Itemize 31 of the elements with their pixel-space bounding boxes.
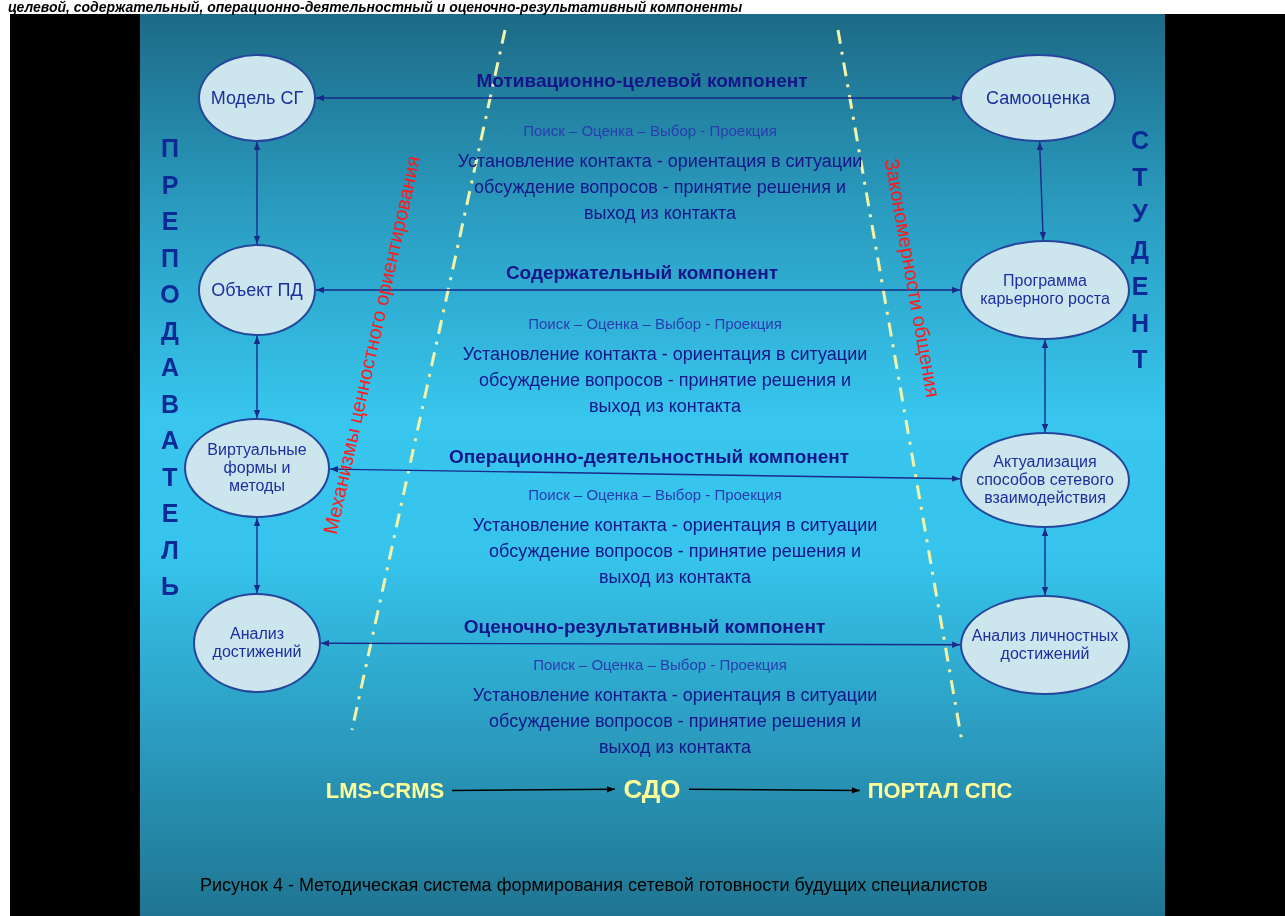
double-arrow bbox=[253, 141, 261, 245]
edge-label: Содержательный компонент bbox=[505, 262, 779, 284]
description-text: Установление контакта - ориентация в ситуации обсуждение вопросов - принятие решения и выход из контакта bbox=[471, 684, 879, 759]
description-text: Установление контакта - ориентация в ситуации обсуждение вопросов - принятие решения и выход из контакта bbox=[471, 514, 879, 589]
subtitle-text: Поиск – Оценка – Выбор - Проекция bbox=[528, 315, 782, 332]
double-arrow bbox=[253, 335, 261, 419]
caption: Рисунок 4 - Методическая система формирования сетевой готовности будущих специалистов bbox=[200, 875, 988, 896]
arrow bbox=[451, 786, 616, 793]
edge-label: Мотивационно-целевой компонент bbox=[476, 70, 808, 92]
system-label: СДО bbox=[619, 772, 685, 806]
double-arrow bbox=[315, 286, 961, 294]
arrow bbox=[688, 787, 861, 794]
double-arrow bbox=[1036, 141, 1047, 241]
double-arrow bbox=[1041, 527, 1049, 596]
edge-label: Операционно-деятельностный компонент bbox=[448, 445, 850, 468]
description-text: Установление контакта - ориентация в ситуации обсуждение вопросов - принятие решения и выход из контакта bbox=[461, 343, 869, 418]
description-text: Установление контакта - ориентация в ситуации обсуждение вопросов - принятие решения и выход из контакта bbox=[456, 150, 864, 225]
double-arrow bbox=[329, 466, 961, 482]
double-arrow bbox=[315, 94, 961, 102]
edge-label: Оценочно-результативный компонент bbox=[463, 615, 826, 638]
vertical-word: СТУДЕНТ bbox=[1130, 125, 1150, 375]
subtitle-text: Поиск – Оценка – Выбор - Проекция bbox=[528, 486, 782, 503]
heading-text: целевой, содержательный, операционно-деятельностный и оценочно-результативный компоненты bbox=[8, 0, 743, 14]
vertical-word: ПРЕПОДАВАТЕЛЬ bbox=[160, 133, 180, 602]
double-arrow bbox=[1041, 339, 1049, 433]
double-arrow bbox=[320, 640, 961, 648]
system-label: LMS-CRMS bbox=[322, 776, 448, 806]
subtitle-text: Поиск – Оценка – Выбор - Проекция bbox=[523, 122, 777, 139]
double-arrow bbox=[253, 517, 261, 594]
subtitle-text: Поиск – Оценка – Выбор - Проекция bbox=[533, 656, 787, 673]
system-label: ПОРТАЛ СПС bbox=[864, 776, 1016, 806]
